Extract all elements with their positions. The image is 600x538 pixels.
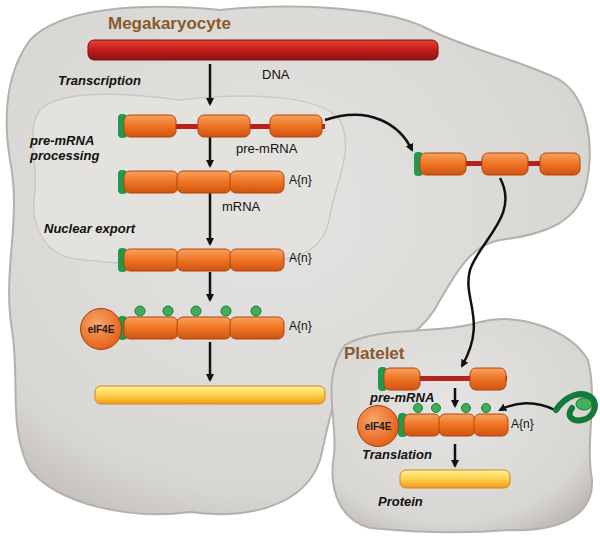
poly-a-tail: A{n}	[289, 320, 312, 334]
transferred-pre-mrna	[414, 152, 580, 176]
nucleus	[33, 94, 346, 265]
molecule-name: mRNA	[222, 200, 260, 215]
platelet-cell	[331, 319, 592, 532]
cell-title: Platelet	[344, 344, 404, 364]
eif4e-factor: eIF4E	[357, 405, 399, 447]
process-step: pre-mRNA processing	[30, 134, 130, 164]
signal-receptor	[556, 394, 595, 420]
protein-bar	[95, 386, 325, 404]
translating-mrna	[118, 306, 284, 340]
platelet-protein-bar	[400, 470, 510, 488]
molecule-name: pre-mRNA	[370, 391, 434, 406]
molecule-name: Protein	[378, 495, 423, 510]
factor-name: eIF4E	[365, 421, 392, 432]
platelet-mrna	[398, 404, 508, 438]
poly-a-tail: A{n}	[289, 174, 312, 188]
platelet-pre-mrna	[378, 367, 507, 391]
cell-title: Megakaryocyte	[108, 14, 231, 34]
mrna-strand	[118, 248, 284, 272]
process-step: Translation	[362, 448, 432, 463]
poly-a-tail: A{n}	[511, 418, 534, 432]
factor-name: eIF4E	[88, 324, 115, 335]
pre-mrna-strand	[118, 114, 325, 138]
dna-strand	[88, 40, 438, 60]
molecule-name: pre-mRNA	[236, 142, 297, 157]
molecule-name: DNA	[262, 68, 289, 83]
process-step: Transcription	[58, 74, 141, 89]
platelet-region: Platelet eIF4E	[330, 330, 594, 535]
poly-a-tail: A{n}	[289, 252, 312, 266]
process-step: Nuclear export	[44, 222, 135, 237]
mrna-strand	[118, 170, 284, 194]
eif4e-factor: eIF4E	[80, 308, 122, 350]
